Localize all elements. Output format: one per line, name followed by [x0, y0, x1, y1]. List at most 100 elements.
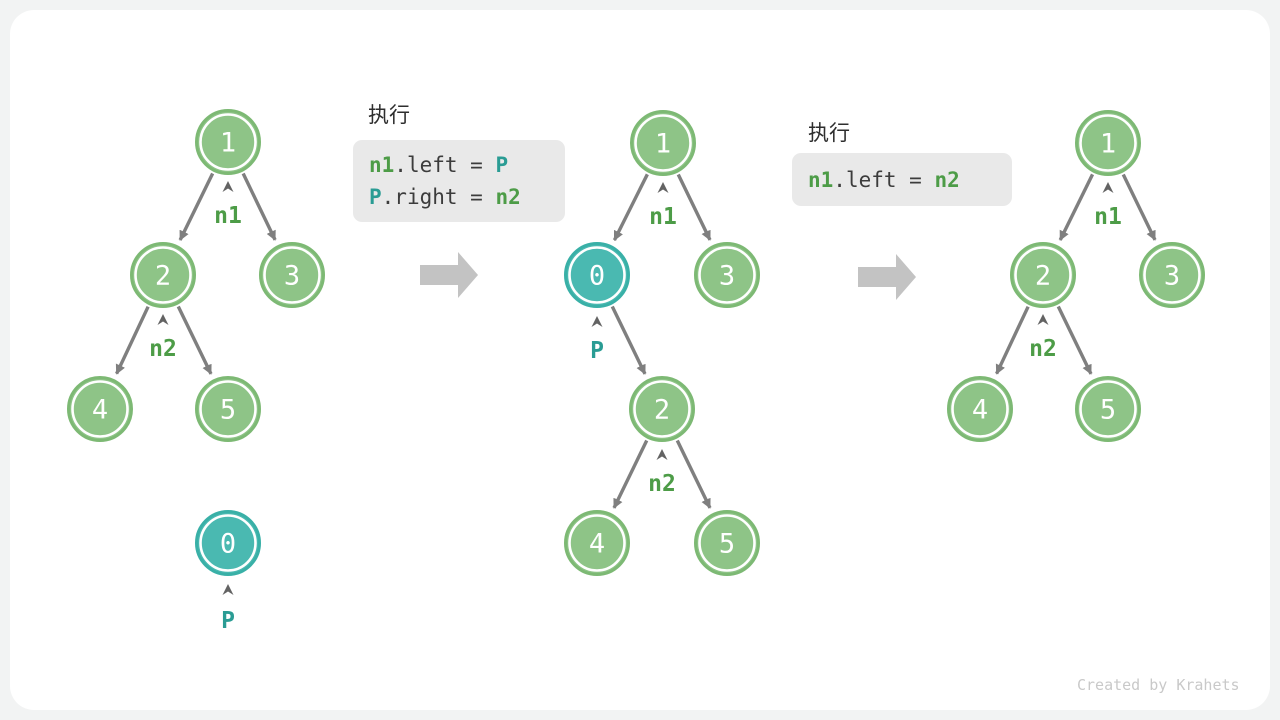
- pointer-label: P: [590, 338, 604, 364]
- tree-node-4: 4: [67, 376, 133, 442]
- node-circle: [694, 510, 760, 576]
- pointer-P: P: [590, 316, 604, 364]
- pointer-label: P: [221, 608, 235, 634]
- node-circle: [564, 510, 630, 576]
- tree-node-4: 4: [947, 376, 1013, 442]
- node-inner-ring: [199, 380, 257, 438]
- tree-edge: [115, 305, 150, 375]
- pointer-n2: n2: [1029, 314, 1057, 362]
- node-value: 0: [220, 529, 236, 560]
- pointer-label: n1: [1094, 204, 1122, 230]
- node-inner-ring: [263, 246, 321, 304]
- node-inner-ring: [568, 246, 626, 304]
- node-value: 0: [589, 261, 605, 292]
- node-circle: [1075, 110, 1141, 176]
- tree-edge: [1058, 173, 1095, 241]
- tree-node-4: 4: [564, 510, 630, 576]
- node-value: 5: [220, 395, 236, 426]
- node-inner-ring: [568, 514, 626, 572]
- node-inner-ring: [1143, 246, 1201, 304]
- node-value: 1: [655, 129, 671, 160]
- tree-edge: [612, 439, 649, 509]
- tree-node-5: 5: [195, 376, 261, 442]
- tree-edge: [176, 305, 213, 375]
- node-circle: [1139, 242, 1205, 308]
- node-inner-ring: [71, 380, 129, 438]
- tree-edge: [1121, 173, 1157, 241]
- tree-edge: [241, 172, 277, 241]
- tree-node-5: 5: [694, 510, 760, 576]
- node-circle: [694, 242, 760, 308]
- node-value: 4: [589, 529, 605, 560]
- code-token: n1: [808, 167, 834, 192]
- tree-node-2: 2: [1010, 242, 1076, 308]
- node-inner-ring: [633, 380, 691, 438]
- tree-node-0: 0: [195, 510, 261, 576]
- tree-node-1: 1: [630, 110, 696, 176]
- node-value: 3: [284, 261, 300, 292]
- pointer-n2: n2: [648, 449, 676, 497]
- pointer-caret-icon: [1102, 182, 1114, 193]
- pointer-caret-icon: [656, 449, 668, 460]
- node-value: 3: [1164, 261, 1180, 292]
- tree-node-0: 0: [564, 242, 630, 308]
- node-value: 4: [92, 395, 108, 426]
- tree-node-3: 3: [259, 242, 325, 308]
- code-token: P: [495, 153, 509, 177]
- node-inner-ring: [951, 380, 1009, 438]
- code-token: P: [369, 185, 382, 209]
- tree-node-2: 2: [130, 242, 196, 308]
- tree-node-3: 3: [694, 242, 760, 308]
- code-token: n2: [495, 185, 521, 209]
- code-token: n2: [934, 167, 960, 192]
- code-token: .left =: [833, 167, 935, 192]
- pointer-caret-icon: [1037, 314, 1049, 325]
- pointer-label: n1: [214, 203, 242, 229]
- node-inner-ring: [634, 114, 692, 172]
- node-value: 2: [155, 261, 171, 292]
- tree-node-5: 5: [1075, 376, 1141, 442]
- tree-edge: [995, 305, 1030, 375]
- pointer-P: P: [221, 584, 235, 634]
- tree-edge: [178, 172, 215, 241]
- pointer-label: n2: [1029, 336, 1057, 362]
- node-value: 3: [719, 261, 735, 292]
- node-inner-ring: [698, 514, 756, 572]
- pointer-caret-icon: [222, 584, 234, 595]
- node-circle: [195, 109, 261, 175]
- transition-arrow-icon: [858, 254, 916, 300]
- node-circle: [195, 510, 261, 576]
- node-inner-ring: [199, 514, 257, 572]
- code-token: .left =: [394, 153, 496, 177]
- pointer-label: n2: [648, 471, 676, 497]
- code-token: .right =: [381, 185, 496, 209]
- node-circle: [1075, 376, 1141, 442]
- pointer-caret-icon: [591, 316, 603, 327]
- node-circle: [130, 242, 196, 308]
- code-block-1-title: 执行: [368, 103, 410, 127]
- node-circle: [630, 110, 696, 176]
- tree-edge: [612, 173, 649, 242]
- code-block-2-title: 执行: [808, 121, 850, 145]
- code-line: n1.left = P: [369, 149, 565, 181]
- code-token: n1: [369, 153, 395, 177]
- code-block-2: n1.left = n2: [792, 153, 1012, 206]
- tree-edge: [1056, 305, 1093, 375]
- code-line: n1.left = n2: [808, 164, 1012, 196]
- node-circle: [67, 376, 133, 442]
- pointer-label: n1: [649, 204, 677, 230]
- node-circle: [564, 242, 630, 308]
- pointer-caret-icon: [222, 181, 234, 192]
- node-value: 4: [972, 395, 988, 426]
- node-inner-ring: [134, 246, 192, 304]
- pointer-caret-icon: [657, 182, 669, 193]
- node-circle: [259, 242, 325, 308]
- node-circle: [1010, 242, 1076, 308]
- node-value: 5: [719, 529, 735, 560]
- pointer-n1: n1: [649, 182, 677, 230]
- tree-node-1: 1: [195, 109, 261, 175]
